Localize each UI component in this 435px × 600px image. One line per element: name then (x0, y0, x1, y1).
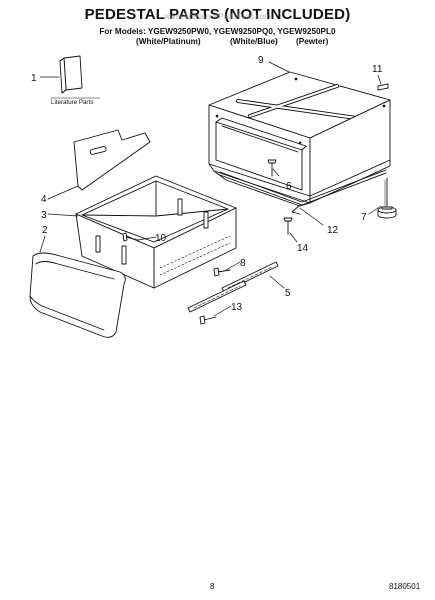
bottom-rail (219, 169, 387, 215)
page-title: PEDESTAL PARTS (NOT INCLUDED) (84, 6, 351, 23)
drawer-back-panel (73, 129, 151, 191)
callout-8: 8 (240, 258, 246, 269)
callout-6: 6 (286, 181, 292, 192)
drawer-box (75, 175, 237, 289)
variant-white-blue: (White/Blue) (230, 37, 278, 46)
callout-1: 1 (31, 73, 37, 84)
literature-pack (59, 55, 83, 94)
document-number: 8180501 (389, 582, 421, 591)
leveling-leg (377, 177, 397, 219)
callout-12: 12 (327, 225, 339, 236)
watermark: www.AppliancePartsPros.com (164, 12, 271, 21)
literature-parts-label: Literature Parts (51, 99, 93, 106)
drawer-screw (122, 232, 139, 242)
lower-slide (187, 280, 247, 313)
rail-screw (283, 217, 293, 235)
callout-10: 10 (155, 233, 167, 244)
models-line: For Models: YGEW9250PW0, YGEW9250PQ0, YG… (99, 27, 336, 36)
callout-5: 5 (285, 288, 291, 299)
page-number: 8 (210, 582, 215, 591)
callout-9: 9 (258, 55, 264, 66)
callout-7: 7 (361, 212, 367, 223)
callout-3: 3 (41, 210, 47, 221)
callout-4: 4 (41, 194, 47, 205)
callout-2: 2 (42, 225, 48, 236)
drawer-front-panel (29, 252, 126, 338)
variant-white-platinum: (White/Platinum) (136, 37, 201, 46)
cabinet-screw (267, 159, 277, 177)
callout-13: 13 (231, 302, 243, 313)
leader-lines (39, 61, 382, 317)
callout-14: 14 (297, 243, 309, 254)
clip-part (377, 83, 389, 91)
pedestal-cabinet (208, 71, 391, 207)
variant-pewter: (Pewter) (296, 37, 329, 46)
slide-screws (199, 267, 231, 325)
callout-11: 11 (372, 64, 383, 75)
